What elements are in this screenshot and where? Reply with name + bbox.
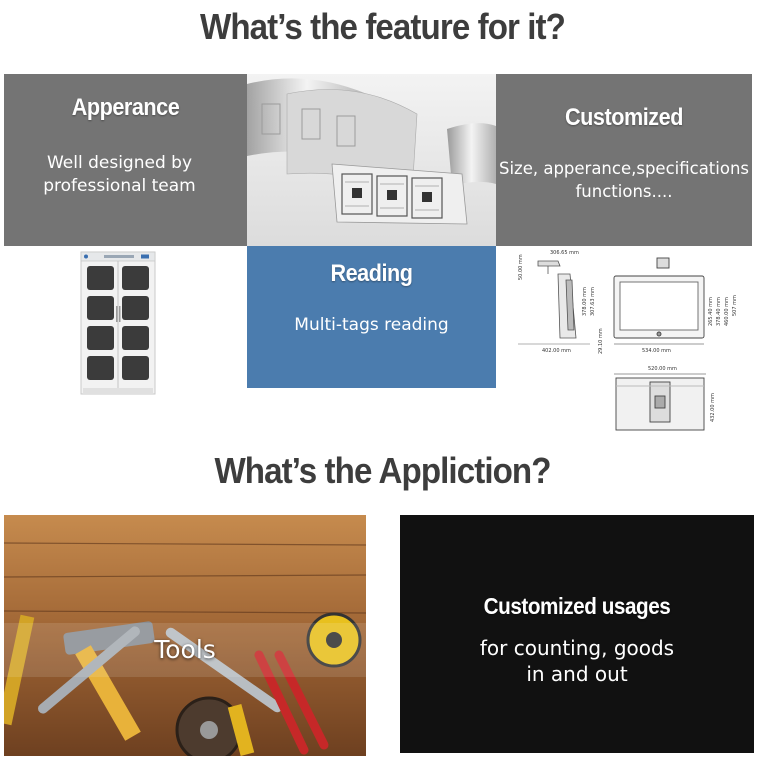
- reading-panel: Reading Multi-tags reading: [247, 246, 496, 388]
- tools-label: Tools: [154, 635, 216, 664]
- drawing-height-2: 307.63 mm: [590, 287, 596, 316]
- reading-line-1: Multi-tags reading: [294, 315, 449, 335]
- appearance-title: Apperance: [71, 94, 180, 121]
- appearance-line-2: professional team: [43, 176, 196, 196]
- drawing-top-width: 306.65 mm: [550, 250, 579, 256]
- tools-image: Tools: [4, 515, 366, 756]
- drawing-offset: 29.10 mm: [598, 328, 604, 354]
- customized-title: Customized: [565, 104, 683, 131]
- rfid-cabinet-image: [4, 246, 247, 446]
- application-heading: What’s the Appliction?: [214, 450, 551, 491]
- drawing-bottom-width: 520.00 mm: [648, 366, 677, 372]
- customized-line-1: Size, apperance,specifications: [498, 159, 750, 178]
- features-heading: What’s the feature for it?: [200, 6, 566, 47]
- customized-line-2: functions....: [575, 182, 673, 201]
- drawing-side-width: 402.00 mm: [542, 348, 571, 354]
- drawing-height-6: 507 mm: [732, 295, 738, 316]
- appearance-panel: Apperance Well designed by professional …: [4, 74, 247, 246]
- drawing-height-3: 265.40 mm: [708, 297, 714, 326]
- dimension-drawing-image: 306.65 mm 402.00 mm 50.00 mm 378.00 mm 3…: [510, 246, 750, 441]
- customized-usages-panel: Customized usages for counting, goods in…: [400, 515, 754, 753]
- usage-line-1: for counting, goods: [479, 636, 675, 660]
- usage-line-2: in and out: [526, 662, 628, 686]
- drawing-height-5: 460.00 mm: [724, 297, 730, 326]
- drawing-height-1: 378.00 mm: [582, 287, 588, 316]
- drawing-front-width: 534.00 mm: [642, 348, 671, 354]
- drawing-depth: 432.00 mm: [710, 393, 716, 422]
- drawing-height-4: 378.40 mm: [716, 297, 722, 326]
- drawing-small-height: 50.00 mm: [518, 254, 524, 280]
- appearance-description: Well designed by professional team: [4, 152, 241, 198]
- usage-title: Customized usages: [483, 593, 671, 619]
- reading-title: Reading: [330, 260, 413, 287]
- reading-description: Multi-tags reading: [247, 314, 496, 337]
- customized-description: Size, apperance,specifications functions…: [496, 157, 752, 203]
- usage-description: for counting, goods in and out: [400, 635, 754, 687]
- customized-panel: Customized Size, apperance,specification…: [496, 74, 752, 246]
- appearance-line-1: Well designed by: [46, 153, 193, 173]
- rfid-label-rolls-image: [247, 74, 496, 246]
